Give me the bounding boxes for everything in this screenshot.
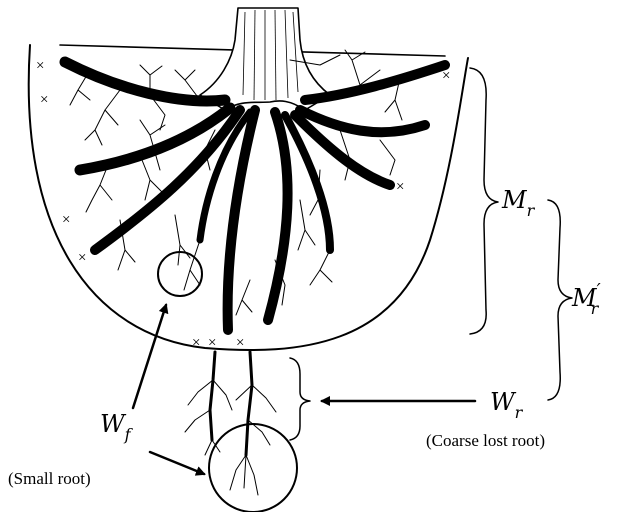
- arrow-wf-to-inside-circle: [133, 305, 166, 408]
- label-small-root: (Small root): [8, 469, 91, 488]
- lost-roots: [185, 352, 276, 495]
- label-mr: Mr: [501, 186, 536, 220]
- brace-wr: [290, 358, 310, 440]
- cross-marker: ×: [396, 179, 404, 195]
- cross-marker: ×: [192, 335, 200, 351]
- label-mr-base: M: [501, 186, 528, 214]
- cross-marker: ×: [208, 335, 216, 351]
- cross-marker: ×: [442, 68, 450, 84]
- label-wr-sub: r: [515, 403, 524, 422]
- small-root-circle-inside: [158, 252, 202, 296]
- label-wr: Wr: [490, 388, 524, 422]
- small-root-circle-outside: [209, 424, 297, 512]
- cross-marker: ×: [40, 92, 48, 108]
- brace-mr: [470, 68, 498, 334]
- label-wf-base: W: [100, 410, 127, 438]
- cross-marker: ×: [36, 58, 44, 74]
- label-wr-base: W: [490, 388, 517, 416]
- cross-marker: ×: [422, 118, 430, 134]
- cross-marker: ×: [78, 250, 86, 266]
- label-mr-prime-sup: ′: [597, 280, 601, 301]
- label-coarse-lost-root: (Coarse lost root): [426, 431, 545, 450]
- label-mr-prime-sub: r: [591, 299, 600, 318]
- cross-marker: ×: [236, 335, 244, 351]
- label-mr-sub: r: [527, 201, 536, 220]
- brace-mr-prime: [548, 200, 572, 400]
- label-mr-prime: M′r: [571, 280, 601, 318]
- label-wf-sub: f: [124, 425, 134, 444]
- cross-marker: ×: [62, 212, 70, 228]
- label-wf: Wf: [100, 410, 134, 444]
- arrow-wf-to-outside-circle: [150, 452, 204, 474]
